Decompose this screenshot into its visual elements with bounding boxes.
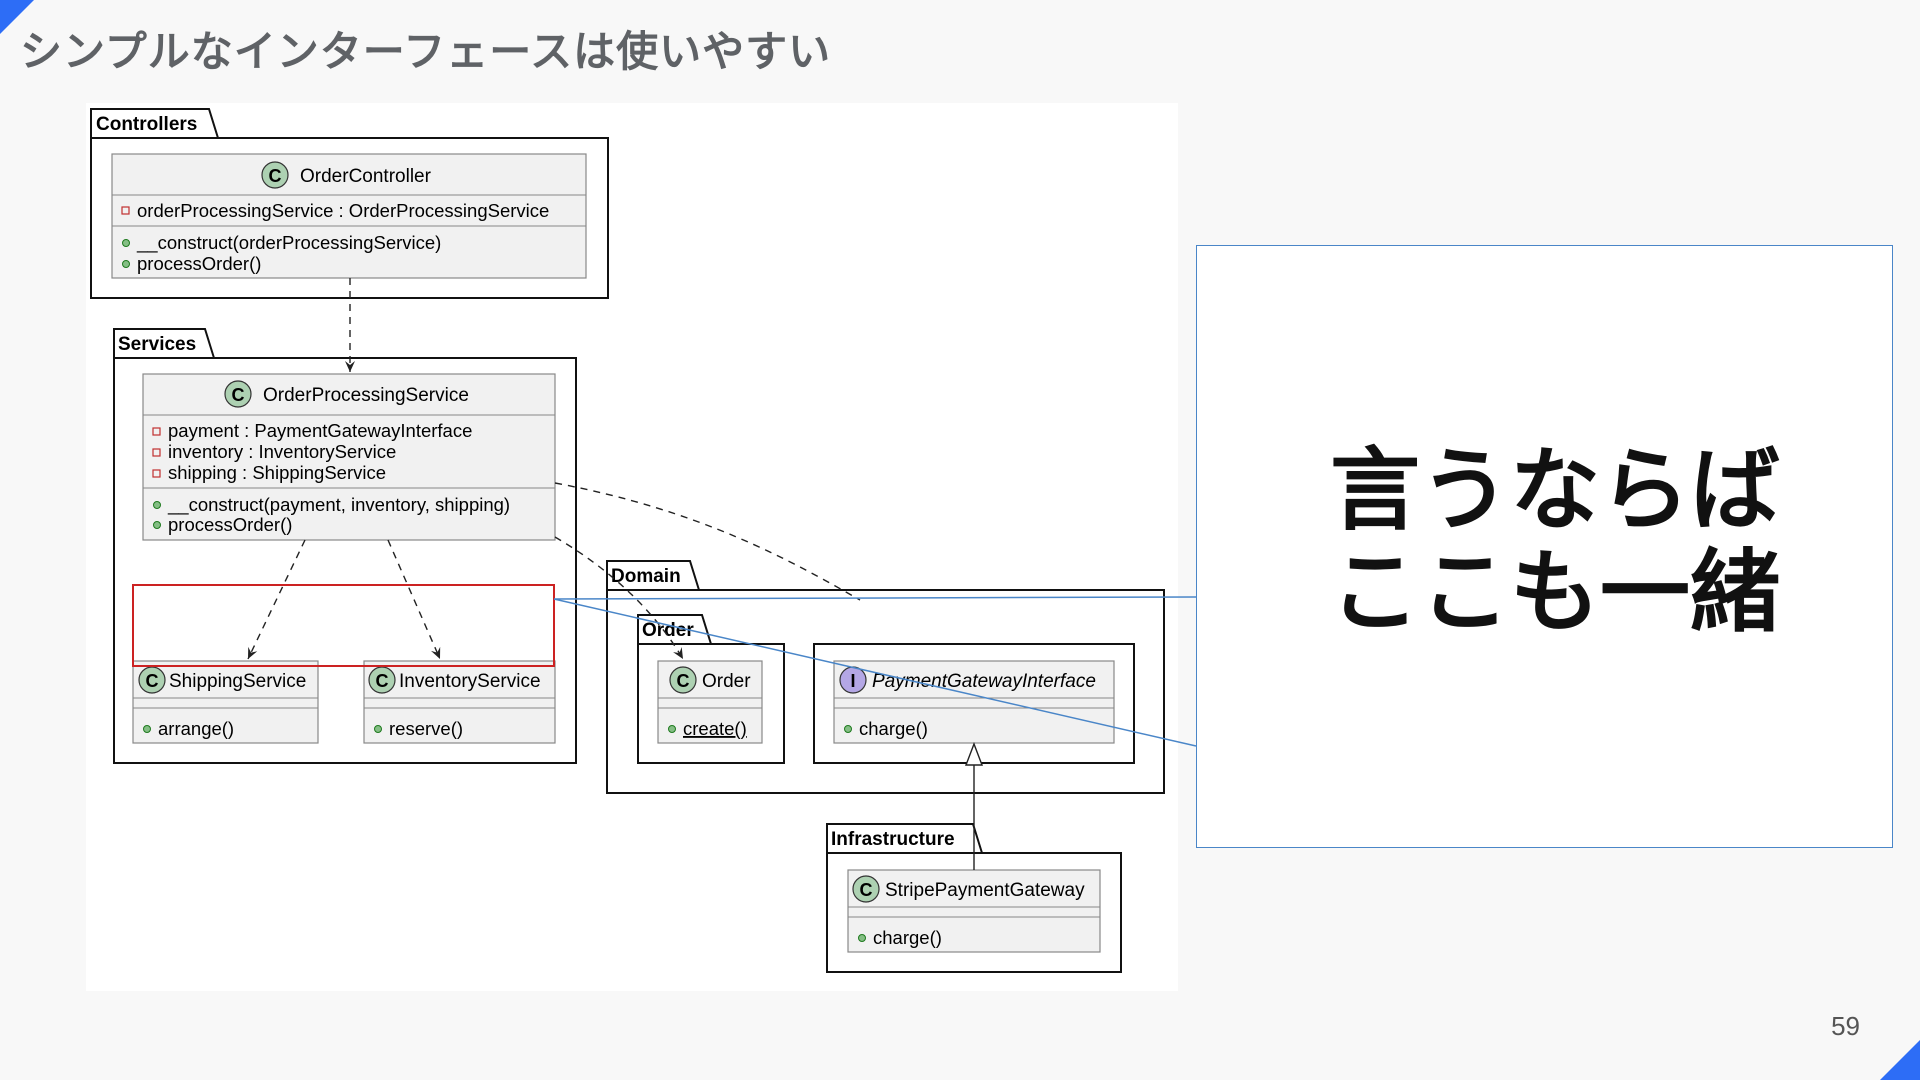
stereotype-c: C: [232, 385, 245, 405]
method-charge: charge(): [873, 927, 942, 948]
method-arrange: arrange(): [158, 718, 234, 739]
public-method-icon: [122, 239, 130, 247]
callout-line-2: ここも一緒: [1330, 540, 1780, 645]
class-badge-icon: [224, 380, 252, 408]
callout-text: 言うならば ここも一緒: [1330, 440, 1780, 644]
private-field-icon: [152, 448, 161, 457]
public-method-icon: [858, 934, 866, 942]
class-badge-icon: [852, 875, 880, 903]
stereotype-c: C: [269, 166, 282, 186]
package-label-domain: Domain: [611, 566, 681, 587]
field-inventory: inventory : InventoryService: [168, 441, 396, 462]
stereotype-c: C: [146, 671, 159, 691]
class-badge-icon: [669, 666, 697, 694]
callout-box: [1196, 245, 1893, 848]
public-method-icon: [122, 260, 130, 268]
method-construct: __construct(orderProcessingService): [136, 232, 441, 254]
class-order-processing-service: C OrderProcessingService payment : Payme…: [142, 373, 556, 541]
class-name-inventory-service: InventoryService: [399, 671, 541, 692]
corner-accent-bottom-right: [1880, 1040, 1920, 1080]
method-reserve: reserve(): [389, 718, 463, 739]
package-order: Order: [637, 614, 785, 764]
class-badge-icon: [261, 161, 289, 189]
highlight-box: [132, 584, 555, 667]
corner-accent-top-left: [0, 0, 34, 34]
public-method-icon: [153, 501, 161, 509]
package-label-services: Services: [118, 334, 196, 355]
private-field-icon: [152, 427, 161, 436]
method-process-order: processOrder(): [168, 514, 292, 535]
slide-title: シンプルなインターフェースは使いやすい: [20, 27, 832, 76]
class-name-order: Order: [702, 671, 751, 692]
class-order-controller: C OrderController orderProcessingService…: [111, 153, 587, 279]
arrow-service-to-order: [554, 536, 684, 660]
class-inventory-service: C InventoryService reserve(): [363, 660, 556, 744]
uml-diagram-svg: Controllers C OrderController orderProce…: [90, 108, 1165, 973]
class-stripe-payment-gateway: C StripePaymentGateway charge(): [847, 869, 1101, 953]
method-charge: charge(): [859, 718, 928, 739]
realization-arrow: [964, 742, 984, 870]
field-payment: payment : PaymentGatewayInterface: [168, 420, 472, 441]
method-construct: __construct(payment, inventory, shipping…: [167, 494, 510, 516]
method-create: create(): [683, 718, 747, 739]
class-name-stripe-payment-gateway: StripePaymentGateway: [885, 880, 1085, 901]
package-label-order: Order: [642, 620, 694, 641]
private-field-icon: [152, 469, 161, 478]
class-name-order-processing-service: OrderProcessingService: [263, 385, 469, 406]
uml-diagram: Controllers C OrderController orderProce…: [86, 103, 1178, 991]
public-method-icon: [143, 725, 151, 733]
class-name-order-controller: OrderController: [300, 166, 432, 187]
field-shipping: shipping : ShippingService: [168, 462, 386, 483]
public-method-icon: [374, 725, 382, 733]
package-label-infrastructure: Infrastructure: [831, 829, 955, 850]
stereotype-c: C: [677, 671, 690, 691]
method-process-order: processOrder(): [137, 253, 261, 274]
class-name-payment-gateway-interface: PaymentGatewayInterface: [872, 671, 1096, 692]
stereotype-i: I: [850, 671, 855, 691]
page-number: 59: [1831, 1011, 1860, 1041]
public-method-icon: [668, 725, 676, 733]
class-shipping-service: C ShippingService arrange(): [132, 660, 319, 744]
public-method-icon: [844, 725, 852, 733]
stereotype-c: C: [860, 880, 873, 900]
field-order-processing-service: orderProcessingService : OrderProcessing…: [137, 200, 549, 221]
arrow-service-to-inventory: [387, 539, 441, 660]
package-label-controllers: Controllers: [96, 114, 197, 135]
dependency-arrows: [247, 278, 861, 660]
callout-line-1: 言うならば: [1330, 438, 1780, 543]
arrow-service-to-payment: [554, 482, 861, 601]
stereotype-c: C: [376, 671, 389, 691]
package-services: Services: [113, 328, 577, 764]
arrow-service-to-shipping: [247, 539, 306, 660]
private-field-icon: [121, 206, 130, 215]
class-order: C Order create(): [657, 660, 763, 744]
class-name-shipping-service: ShippingService: [169, 671, 306, 692]
public-method-icon: [153, 521, 161, 529]
package-domain: Domain: [606, 560, 1165, 794]
